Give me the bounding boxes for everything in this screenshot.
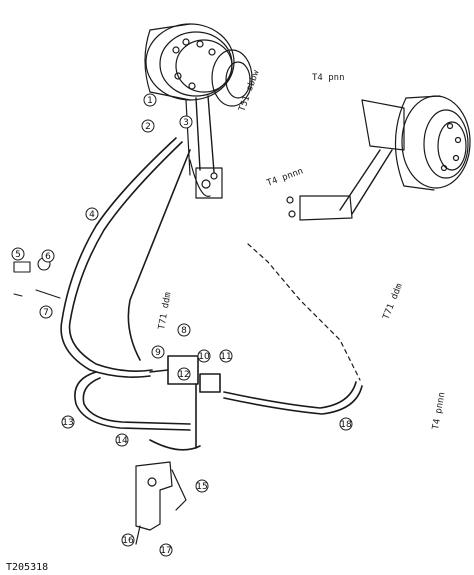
callout-8: 8 — [177, 323, 191, 337]
hoses — [60, 137, 363, 451]
label-hose-right-b: T4 pnnn — [431, 391, 447, 430]
label-right-a: T4 pnnn — [266, 166, 305, 188]
callout-1: 1 — [143, 93, 157, 107]
callout-number: 15 — [196, 482, 207, 492]
left-fittings — [13, 257, 61, 317]
callout-6: 6 — [41, 249, 55, 263]
callout-number: 18 — [340, 420, 352, 430]
right-travel-motor — [286, 95, 471, 221]
callout-13: 13 — [61, 415, 75, 429]
callout-number: 17 — [160, 546, 171, 556]
callout-2: 2 — [141, 119, 155, 133]
callout-number: 3 — [183, 118, 189, 128]
callout-number: 9 — [155, 348, 161, 358]
label-motor-left: T4 pnn — [312, 73, 345, 83]
callout-5: 5 — [11, 247, 25, 261]
left-travel-motor — [144, 23, 253, 199]
callout-16: 16 — [121, 533, 135, 547]
label-hose-right: T71 ddm — [382, 282, 405, 321]
callout-9: 9 — [151, 345, 165, 359]
callout-number: 11 — [220, 352, 231, 362]
callout-number: 16 — [122, 536, 134, 546]
figure-id: T205318 — [6, 562, 48, 573]
callout-17: 17 — [159, 543, 173, 557]
callout-11: 11 — [219, 349, 233, 363]
callout-number: 7 — [43, 308, 49, 318]
callout-7: 7 — [39, 305, 53, 319]
callout-4: 4 — [85, 207, 99, 221]
callout-15: 15 — [195, 479, 209, 493]
callout-12: 12 — [177, 367, 191, 381]
callout-number: 8 — [181, 326, 187, 336]
callout-number: 13 — [62, 418, 73, 428]
callout-number: 12 — [178, 370, 189, 380]
callout-10: 10 — [197, 349, 211, 363]
callout-number: 5 — [15, 250, 21, 260]
callout-3: 3 — [179, 115, 193, 129]
callout-number: 10 — [198, 352, 210, 362]
callout-14: 14 — [115, 433, 129, 447]
callout-number: 6 — [45, 252, 51, 262]
label-motor-left-b: T51 sbbw — [237, 68, 261, 113]
callout-number: 4 — [89, 210, 95, 220]
callout-number: 2 — [145, 122, 151, 132]
callout-number: 14 — [116, 436, 128, 446]
callout-number: 1 — [147, 96, 153, 106]
label-hose-left: T71 ddm — [157, 291, 173, 330]
bracket — [135, 461, 187, 545]
callout-18: 18 — [339, 417, 353, 431]
